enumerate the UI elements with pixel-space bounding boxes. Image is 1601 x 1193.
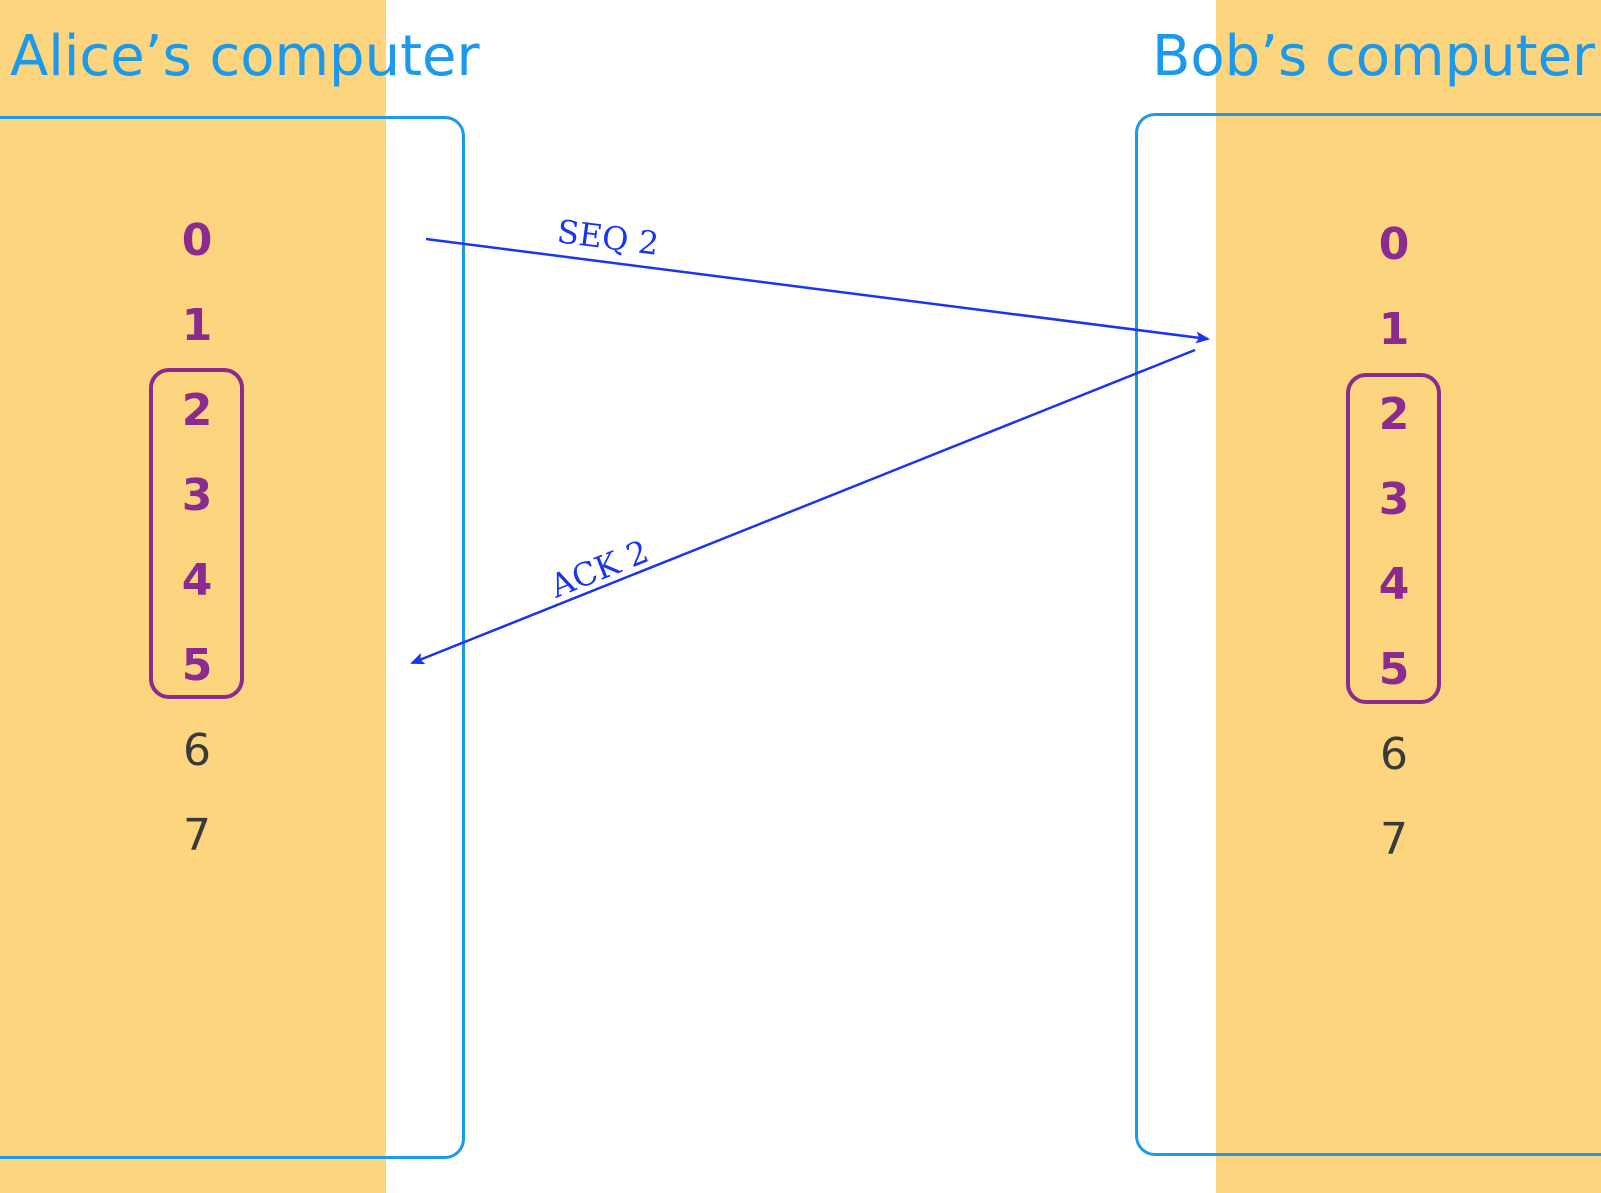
bob-background-strip xyxy=(1216,0,1601,1193)
bob-seq-number-7: 7 xyxy=(1380,814,1408,865)
alice-seq-number-0: 0 xyxy=(181,215,213,266)
bob-seq-number-3: 3 xyxy=(1378,474,1410,525)
seq-arrow xyxy=(425,237,1210,344)
bob-computer-title: Bob’s computer xyxy=(1152,24,1596,89)
alice-background-strip xyxy=(0,0,386,1193)
bob-computer-box xyxy=(1135,113,1601,1156)
seq-label: SEQ 2 xyxy=(555,212,661,263)
ack-label: ACK 2 xyxy=(544,532,654,606)
bob-seq-number-6: 6 xyxy=(1380,729,1408,780)
alice-seq-number-7: 7 xyxy=(183,810,211,861)
alice-seq-number-3: 3 xyxy=(181,470,213,521)
alice-seq-number-5: 5 xyxy=(181,640,213,691)
bob-seq-number-4: 4 xyxy=(1378,559,1410,610)
alice-seq-number-1: 1 xyxy=(181,300,213,351)
alice-seq-number-4: 4 xyxy=(181,555,213,606)
ack-arrow xyxy=(410,348,1196,665)
bob-window-frame xyxy=(1346,373,1441,704)
alice-computer-box xyxy=(0,116,465,1159)
bob-seq-number-1: 1 xyxy=(1378,304,1410,355)
bob-seq-number-2: 2 xyxy=(1378,389,1410,440)
bob-seq-number-0: 0 xyxy=(1378,219,1410,270)
alice-window-frame xyxy=(149,368,244,699)
alice-seq-number-6: 6 xyxy=(183,725,211,776)
bob-seq-number-5: 5 xyxy=(1378,644,1410,695)
alice-computer-title: Alice’s computer xyxy=(10,24,480,89)
alice-seq-number-2: 2 xyxy=(181,385,213,436)
